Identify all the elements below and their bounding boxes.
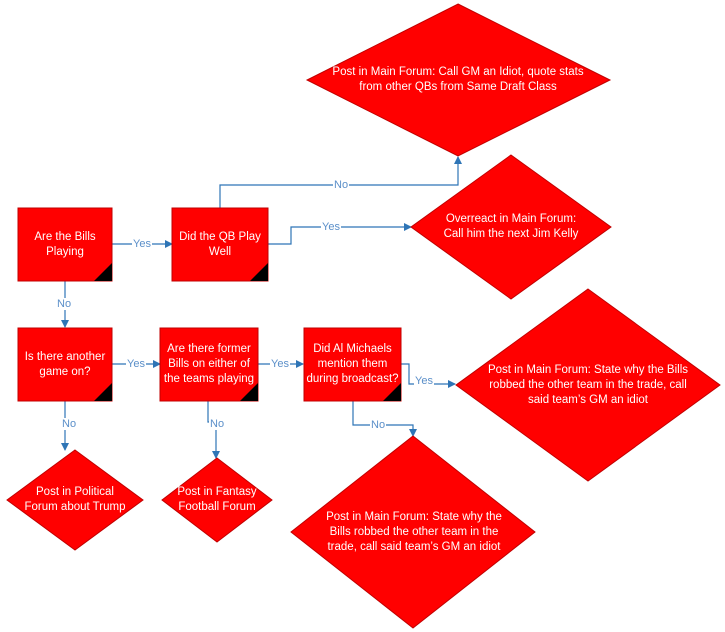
al-michaels-text: Did Al Michaels mention them during broa…: [306, 343, 399, 385]
fantasy-forum-text: Post in Fantasy Football Forum: [177, 486, 257, 513]
label-qb-yes: Yes: [321, 221, 341, 233]
node-robbed-bottom: [290, 435, 536, 629]
edge-qb-yes: [268, 223, 412, 245]
label-former-no: No: [209, 418, 226, 430]
node-former-bills: [159, 327, 259, 402]
another-game-text: Is there another game on?: [24, 350, 106, 378]
node-al-michaels: [303, 327, 402, 402]
label-bills-yes: Yes: [132, 238, 152, 250]
node-another-game: [17, 327, 113, 402]
former-bills-text: Are there former Bills on either of the …: [163, 343, 255, 385]
node-call-gm-idiot: [305, 3, 612, 157]
label-game-yes: Yes: [126, 358, 146, 370]
node-qb-play-well: [171, 207, 269, 282]
label-bills-no: No: [56, 298, 73, 310]
overreact-text: Overreact in Main Forum: Call him the ne…: [443, 213, 579, 240]
call-gm-idiot-text: Post in Main Forum: Call GM an Idiot, qu…: [332, 66, 584, 93]
label-al-yes: Yes: [414, 375, 434, 387]
label-qb-no: No: [333, 179, 350, 191]
robbed-right-text: Post in Main Forum: State why the Bills …: [487, 363, 689, 406]
corner-mark: [383, 383, 401, 401]
node-bills-playing: [17, 207, 113, 282]
label-game-no: No: [61, 418, 78, 430]
node-political-forum: [6, 449, 144, 551]
bills-playing-text: Are the Bills Playing: [34, 230, 96, 258]
node-overreact: [410, 154, 612, 300]
node-fantasy-forum: [161, 457, 273, 543]
corner-mark: [240, 383, 258, 401]
corner-mark: [250, 263, 268, 281]
label-former-yes: Yes: [270, 358, 290, 370]
qb-play-well-text: Did the QB Play Well: [179, 230, 261, 258]
corner-mark: [94, 263, 112, 281]
robbed-bottom-text: Post in Main Forum: State why the Bills …: [326, 510, 502, 553]
label-al-no: No: [370, 419, 387, 431]
corner-mark: [94, 383, 112, 401]
political-forum-text: Post in Political Forum about Trump: [24, 486, 126, 513]
node-robbed-right: [455, 288, 721, 482]
